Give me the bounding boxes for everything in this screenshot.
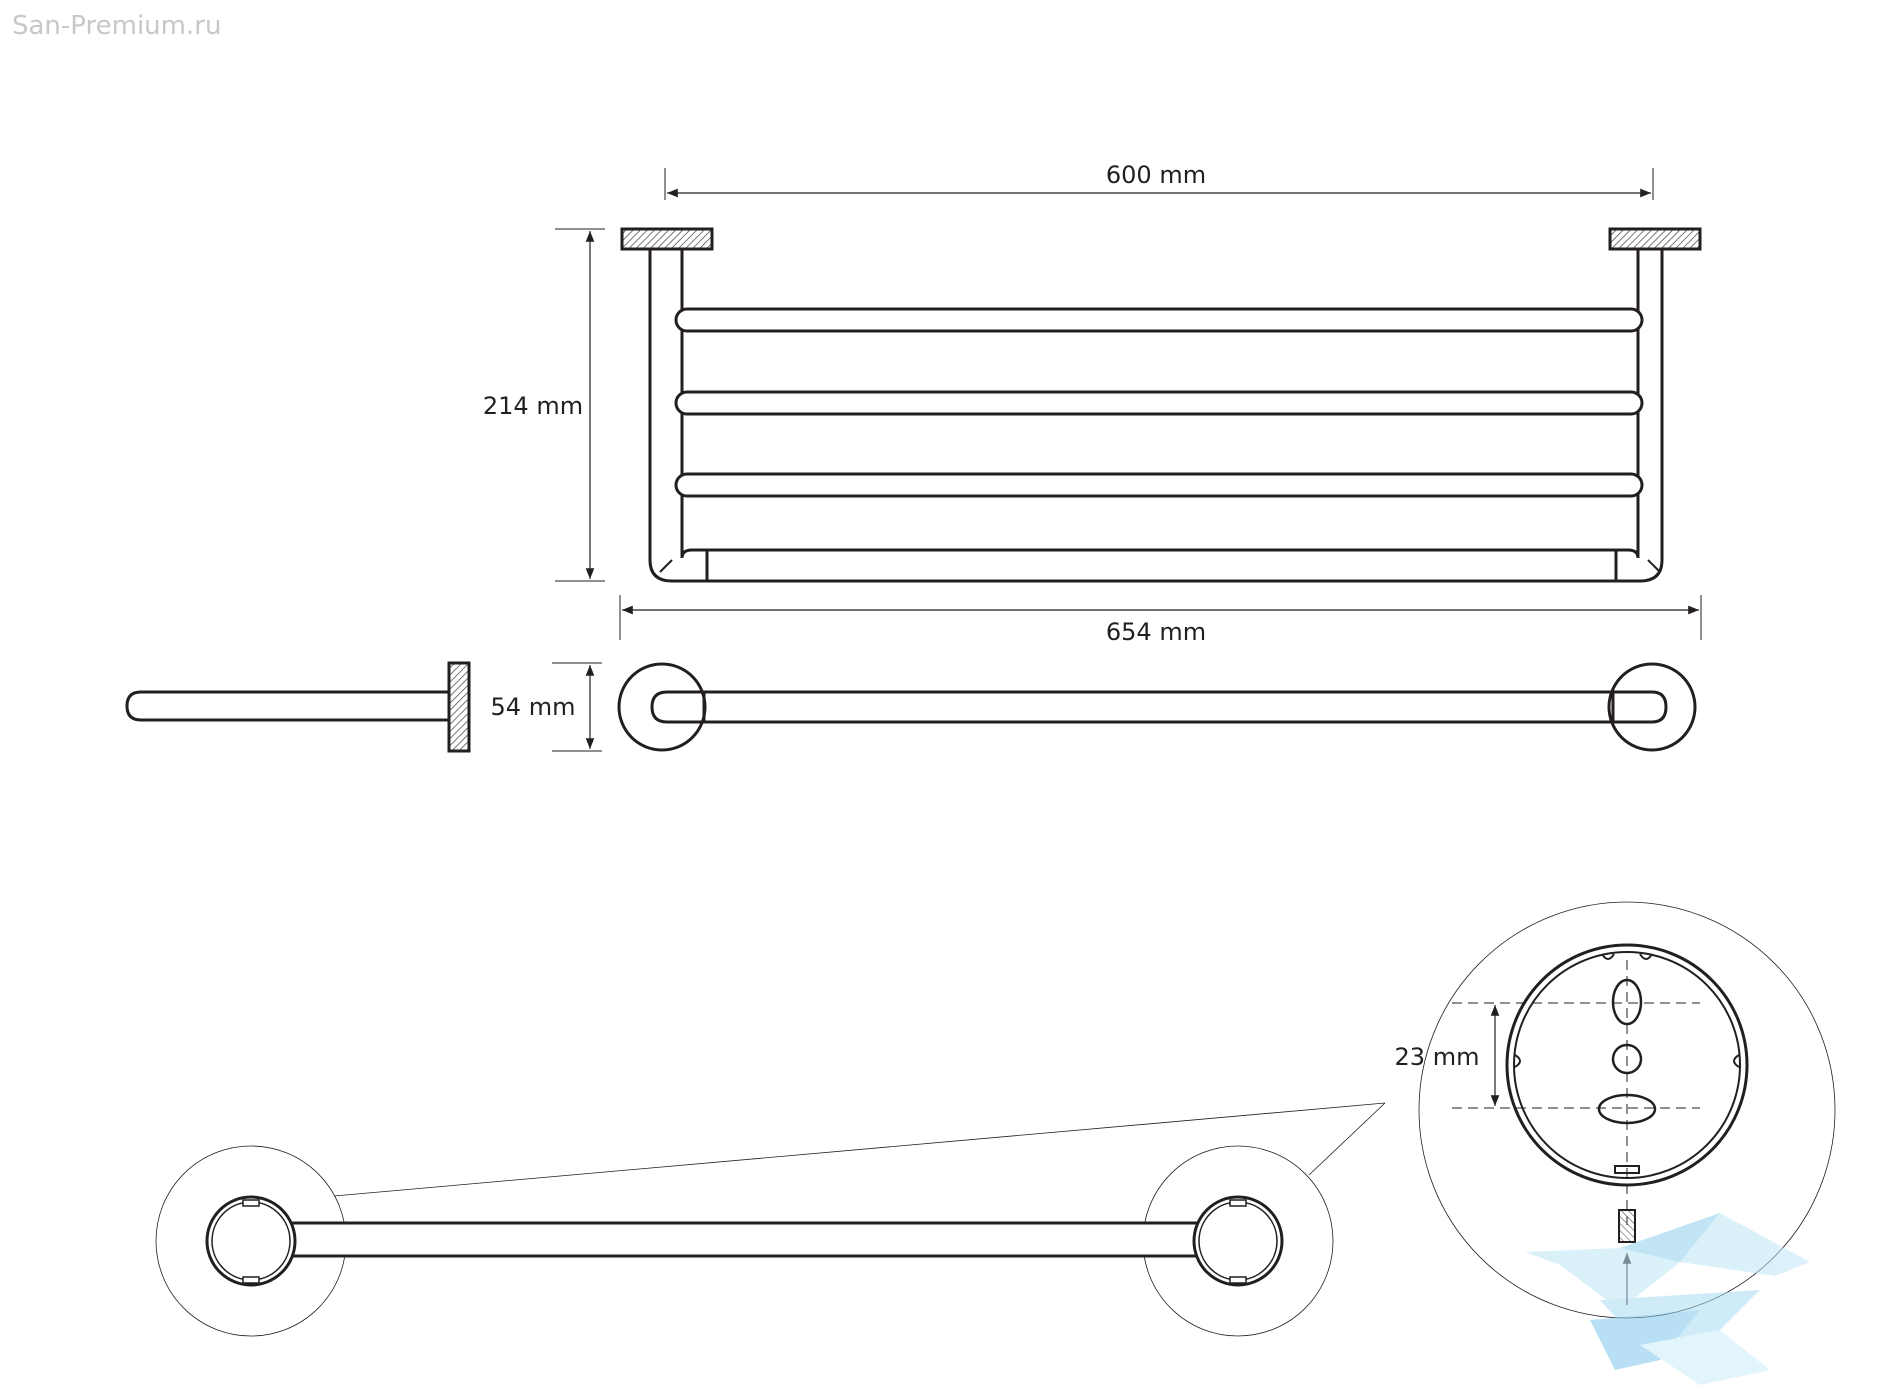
dimension-line-height: [555, 228, 605, 582]
detail-leader-top: [333, 1102, 1386, 1197]
shelf-rail-2: [674, 390, 1644, 416]
dimension-label-width-total: 654 mm: [1106, 618, 1206, 646]
wall-plate-right: [1608, 227, 1702, 251]
back-view-mount-right: [1192, 1195, 1284, 1287]
top-view-rail: [650, 690, 1668, 724]
side-view-rail: [125, 690, 449, 722]
dimension-line-width-inner: [664, 168, 1654, 200]
side-view: 54 mm: [125, 661, 602, 753]
watermark-text: San-Premium.ru: [12, 11, 221, 41]
dimension-line-depth: [552, 662, 602, 752]
dimension-line-width-total: [619, 595, 1702, 640]
shelf-rail-3: [674, 472, 1644, 498]
back-view: [155, 1102, 1386, 1337]
dimension-label-hole-spacing: 23 mm: [1395, 1043, 1480, 1071]
detail-leader-bottom: [1308, 1102, 1386, 1176]
wall-plate-left: [620, 227, 714, 251]
detail-view: 23 mm: [1395, 901, 1836, 1319]
side-frame-left: [648, 249, 1664, 583]
dimension-label-width-inner: 600 mm: [1106, 161, 1206, 189]
dimension-label-height: 214 mm: [483, 392, 583, 420]
top-view-rosette-left: [617, 662, 707, 752]
front-view: 600 mm 214 mm 654 mm: [483, 161, 1702, 646]
back-view-mount-left: [205, 1195, 297, 1287]
back-view-rail: [288, 1221, 1202, 1258]
dimension-label-depth: 54 mm: [491, 693, 576, 721]
top-view: [617, 662, 1697, 752]
side-view-wall-plate: [447, 661, 471, 753]
shelf-rail-1: [674, 307, 1644, 333]
top-view-rosette-right: [1607, 662, 1697, 752]
watermark-logo-icon: [1525, 1213, 1810, 1385]
mount-screw: [1618, 1209, 1636, 1243]
